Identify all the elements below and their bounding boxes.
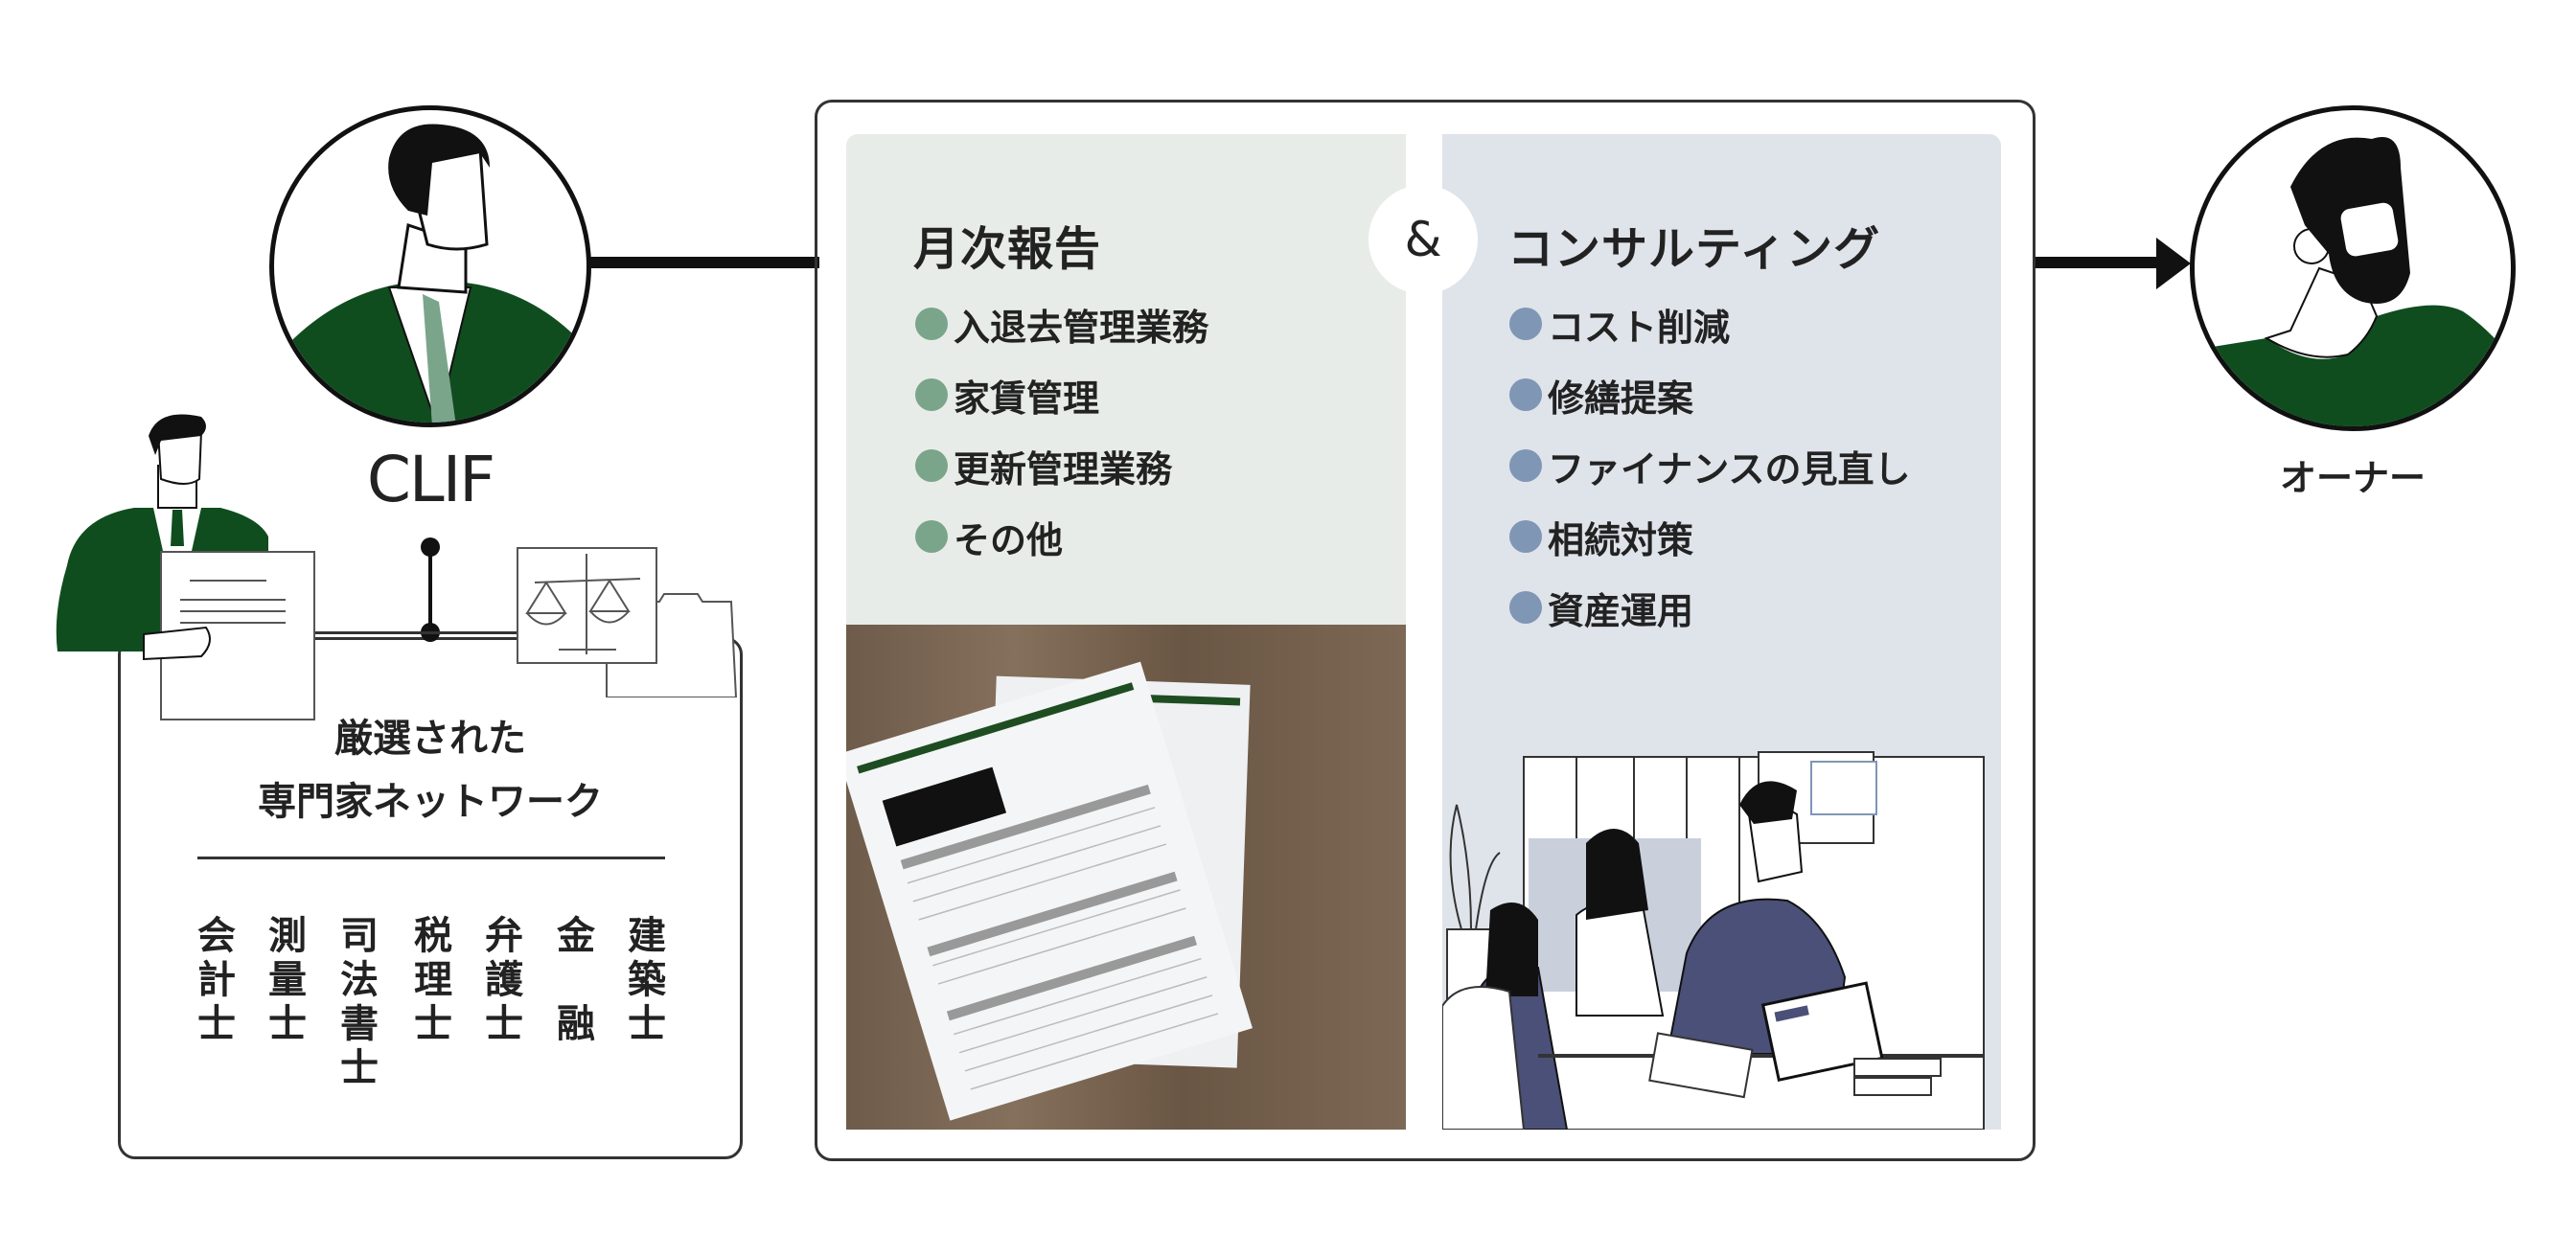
list-item: 家賃管理: [915, 368, 1208, 422]
clif-avatar: [269, 105, 591, 427]
bullet-dot-icon: [1509, 520, 1542, 553]
list-item: 入退去管理業務: [915, 297, 1208, 351]
profession-finance: 金 融: [550, 915, 594, 1047]
businessman-icon: [274, 124, 586, 423]
list-item-label: 相続対策: [1548, 518, 1694, 561]
connector-arrow-line: [2034, 257, 2160, 268]
profession-lawyer: 弁護士: [478, 915, 522, 1047]
bullet-dot-icon: [915, 520, 948, 553]
clif-label: CLIF: [366, 443, 495, 516]
bullet-dot-icon: [1509, 591, 1542, 624]
network-horizontal-line: [312, 631, 518, 634]
list-item: ファイナンスの見直し: [1509, 439, 1910, 492]
bullet-dot-icon: [1509, 378, 1542, 411]
consulting-heading: コンサルティング: [1507, 222, 1881, 276]
monthly-report-heading: 月次報告: [913, 222, 1102, 276]
bullet-dot-icon: [915, 378, 948, 411]
network-title-line1: 厳選された: [334, 717, 526, 761]
connector-line-clif-to-services: [589, 257, 819, 268]
profession-architect: 建築士: [621, 915, 665, 1047]
services-panel: [815, 100, 2036, 1161]
consulting-list: コスト削減 修繕提案 ファイナンスの見直し 相続対策 資産運用: [1509, 297, 1910, 634]
list-item-label: 入退去管理業務: [954, 306, 1209, 349]
bullet-dot-icon: [915, 449, 948, 482]
arrow-head-icon: [2156, 238, 2191, 289]
list-item: 更新管理業務: [915, 439, 1208, 492]
list-item-label: コスト削減: [1548, 306, 1731, 349]
profession-tax-accountant: 税理士: [407, 915, 451, 1047]
bullet-dot-icon: [1509, 308, 1542, 340]
connector-stem: [428, 547, 432, 633]
list-item: 相続対策: [1509, 510, 1910, 563]
profession-judicial-scrivener: 司法書士: [334, 915, 378, 1091]
list-item-label: 修繕提案: [1548, 377, 1694, 420]
legal-scale-document-icon: [517, 547, 738, 697]
list-item: 資産運用: [1509, 581, 1910, 634]
bullet-dot-icon: [915, 308, 948, 340]
list-item-label: ファイナンスの見直し: [1548, 447, 1911, 491]
network-divider: [197, 857, 665, 859]
list-item-label: 資産運用: [1548, 589, 1694, 632]
list-item-label: その他: [954, 518, 1064, 561]
monthly-report-list: 入退去管理業務 家賃管理 更新管理業務 その他: [915, 297, 1208, 563]
network-title-line2: 専門家ネットワーク: [258, 780, 603, 824]
owner-label: オーナー: [2279, 457, 2426, 499]
bullet-dot-icon: [1509, 449, 1542, 482]
owner-person-icon: [2195, 137, 2511, 426]
consulting-meeting-illustration: [1442, 751, 1985, 1130]
list-item: その他: [915, 510, 1208, 563]
monthly-report-photo: [846, 625, 1406, 1130]
owner-avatar: [2190, 105, 2516, 431]
list-item: コスト削減: [1509, 297, 1910, 351]
profession-accountant: 会計士: [191, 915, 235, 1047]
list-item-label: 家賃管理: [954, 377, 1100, 420]
list-item-label: 更新管理業務: [954, 447, 1173, 491]
ampersand-badge: &: [1368, 185, 1478, 294]
list-item: 修繕提案: [1509, 368, 1910, 422]
expert-with-document-icon: [56, 414, 315, 720]
ampersand-text: &: [1404, 212, 1442, 267]
profession-surveyor: 測量士: [262, 915, 306, 1047]
